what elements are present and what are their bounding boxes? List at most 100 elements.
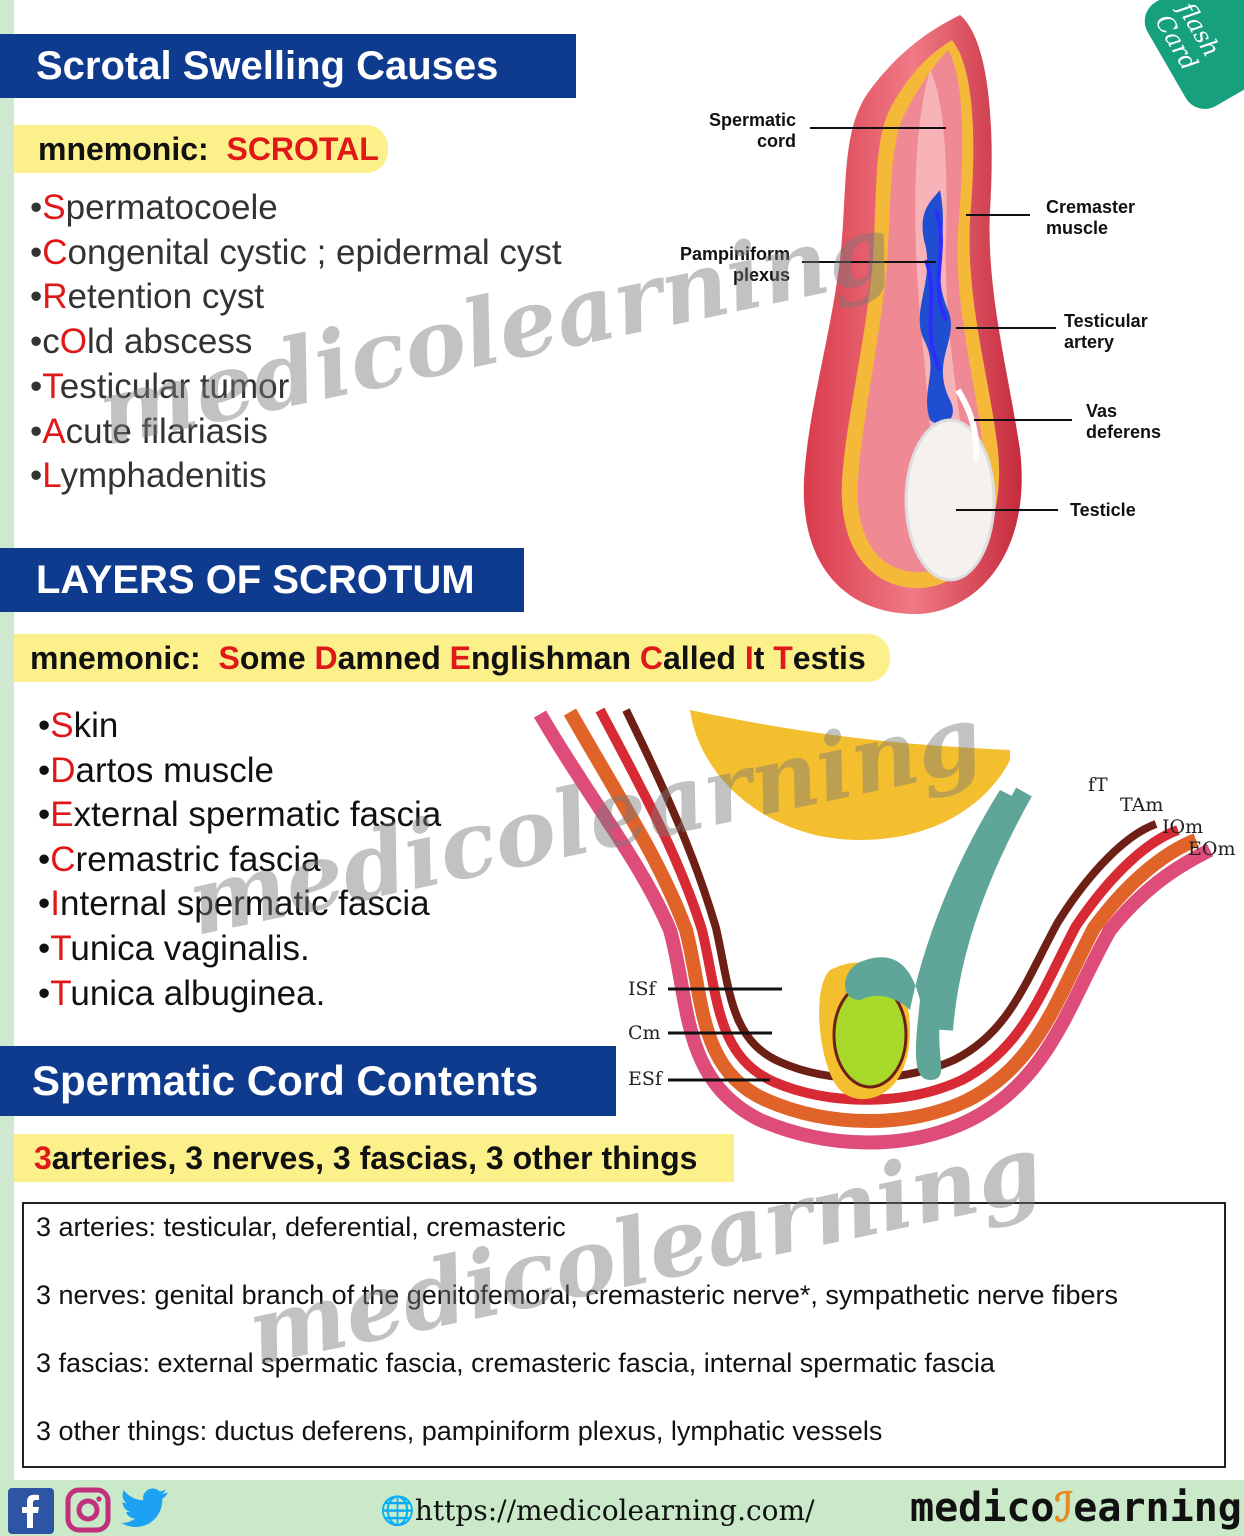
cause-item-rest: permatocoele <box>65 188 278 227</box>
cause-item-rest: ymphadenitis <box>60 456 267 496</box>
cause-item: •Acute filariasis <box>30 411 268 451</box>
brand-right: earning <box>1073 1485 1242 1531</box>
label-cremaster-l1: Cremaster <box>1046 197 1136 217</box>
label-testicular-artery-l1: Testicular <box>1064 311 1148 331</box>
website-link[interactable]: 🌐https://medicolearning.com/ <box>380 1494 815 1527</box>
summary-number: 3 <box>34 1139 52 1176</box>
layer-item-letter: S <box>50 706 74 745</box>
layer-item-rest: unica vaginalis. <box>70 928 310 968</box>
label-cremaster-muscle: Cremaster muscle <box>1046 197 1135 239</box>
cord-arteries-line: 3 arteries: testicular, deferential, cre… <box>36 1212 566 1242</box>
cord-nerves-line: 3 nerves: genital branch of the genitofe… <box>36 1280 1119 1310</box>
layer-item-rest: artos muscle <box>75 750 274 790</box>
cord-contents-box: 3 arteries: testicular, deferential, cre… <box>22 1202 1226 1468</box>
layer-item: •Internal spermatic fascia <box>38 884 430 924</box>
mnemonic-word-rest: alled <box>663 639 736 676</box>
layer-item-letter: D <box>50 750 76 790</box>
cause-item: •cOld abscess <box>30 322 253 362</box>
cause-item-rest: etention cyst <box>67 277 265 317</box>
label-testicle: Testicle <box>1070 500 1136 520</box>
instagram-icon[interactable] <box>64 1486 112 1534</box>
layer-item-letter: I <box>50 884 60 924</box>
mnemonic-word-rest: nglishman <box>470 639 631 676</box>
mnemonic-word-rest: ome <box>239 639 306 676</box>
cause-item: •Testicular tumor <box>30 366 290 406</box>
cause-item: •Retention cyst <box>30 277 265 317</box>
layer-item: •Skin <box>38 706 119 745</box>
layer-item-rest: nternal spermatic fascia <box>60 884 430 924</box>
left-accent-bar <box>0 0 14 1480</box>
layer-item-letter: T <box>50 973 71 1013</box>
cause-item-letter: L <box>42 456 61 496</box>
label-spermatic-cord-l1: Spermatic <box>708 110 796 130</box>
mnemonic-scrotal: mnemonic: SCROTAL <box>14 125 388 173</box>
scrotum-anatomy-illustration <box>803 15 1022 615</box>
layer-item-letter: C <box>50 839 76 879</box>
twitter-icon[interactable] <box>120 1488 170 1532</box>
cord-teal-tube <box>935 787 1032 1031</box>
label-vas-l1: Vas <box>1086 401 1118 421</box>
label-ESf: ESf <box>628 1068 662 1090</box>
label-EOm: EOm <box>1188 838 1236 860</box>
cause-item-rest: ongenital cystic ; epidermal cyst <box>67 232 562 272</box>
esf-pink-layer <box>533 710 1214 1150</box>
brand-logo: medicoℐearning <box>910 1484 1242 1531</box>
label-IOm: IOm <box>1162 816 1204 838</box>
footer-bar <box>0 1480 1244 1536</box>
cause-item-rest: esticular tumor <box>59 366 290 406</box>
layer-item-letter: E <box>50 795 74 835</box>
layer-item: •Cremastric fascia <box>38 839 321 879</box>
label-vas-l2: deferens <box>1086 422 1162 442</box>
testicle-shape <box>904 418 996 582</box>
mnemonic-letter: D <box>314 639 338 676</box>
website-url: https://medicolearning.com/ <box>414 1494 815 1527</box>
cord-fascias-line: 3 fascias: external spermatic fascia, cr… <box>36 1348 995 1378</box>
abdomen-yellow-region <box>690 710 1010 840</box>
pencil-l-icon: ℐ <box>1054 1484 1074 1531</box>
layer-item-rest: remastric fascia <box>75 839 321 879</box>
label-pampiniform-l1: Pampiniform <box>679 244 790 264</box>
epididymis-cord-teal <box>845 790 1020 1080</box>
cause-item-rest: ld abscess <box>87 322 253 362</box>
cause-item: •Lymphadenitis <box>30 456 267 496</box>
cause-item-letter: C <box>42 232 68 272</box>
scrotum-layers-list: •Skin •Dartos muscle •External spermatic f… <box>38 704 441 1016</box>
section-title-text: Scrotal Swelling Causes <box>36 43 499 88</box>
layer-item-rest: unica albuginea. <box>70 973 326 1013</box>
label-testicular-artery: Testicular artery <box>1064 311 1148 353</box>
label-vas-deferens: Vas deferens <box>1086 401 1161 443</box>
mnemonic-letter: E <box>449 639 471 676</box>
label-Cm: Cm <box>628 1022 661 1044</box>
cause-item-letter: R <box>42 277 68 317</box>
cause-item-letter: A <box>42 411 66 451</box>
label-pampiniform-plexus: Pampiniform plexus <box>660 244 790 286</box>
cause-item: •Congenital cystic ; epidermal cyst <box>30 232 562 272</box>
facebook-icon[interactable] <box>8 1488 54 1534</box>
cause-item-letter: T <box>42 366 60 406</box>
cord-summary: 3 arteries, 3 nerves, 3 fascias, 3 other… <box>14 1134 734 1182</box>
scrotal-causes-list: •Spermatocoele •Congenital cystic ; epide… <box>30 186 562 499</box>
scrotum-layers-diagram <box>533 707 1214 1150</box>
cause-item-prefix: c <box>42 322 60 362</box>
em-orange-layer <box>563 708 1199 1128</box>
pampiniform-plexus-shape <box>919 190 953 424</box>
mnemonic-word-rest: amned <box>337 639 441 676</box>
section-title-layers: LAYERS OF SCROTUM <box>0 548 524 612</box>
layer-item: •External spermatic fascia <box>38 795 442 835</box>
mnemonic-label: mnemonic: <box>30 639 201 676</box>
mnemonic-label: mnemonic: <box>38 130 209 167</box>
section-title-text: LAYERS OF SCROTUM <box>36 557 475 602</box>
vas-deferens-shape <box>955 388 980 461</box>
mnemonic-letter: C <box>639 639 663 676</box>
layer-item: •Tunica vaginalis. <box>38 928 310 968</box>
layer-item: •Dartos muscle <box>38 750 274 790</box>
layer-item: •Tunica albuginea. <box>38 973 326 1013</box>
section-title-cord-contents: Spermatic Cord Contents <box>0 1046 616 1116</box>
blood-vessel-lines <box>924 209 948 371</box>
cord-other-line: 3 other things: ductus deferens, pampini… <box>36 1416 883 1446</box>
label-spermatic-cord: Spermatic cord <box>696 110 796 152</box>
cause-item: •Spermatocoele <box>30 188 278 227</box>
brand-left: medico <box>910 1485 1055 1531</box>
section-title-text: Spermatic Cord Contents <box>32 1057 539 1104</box>
